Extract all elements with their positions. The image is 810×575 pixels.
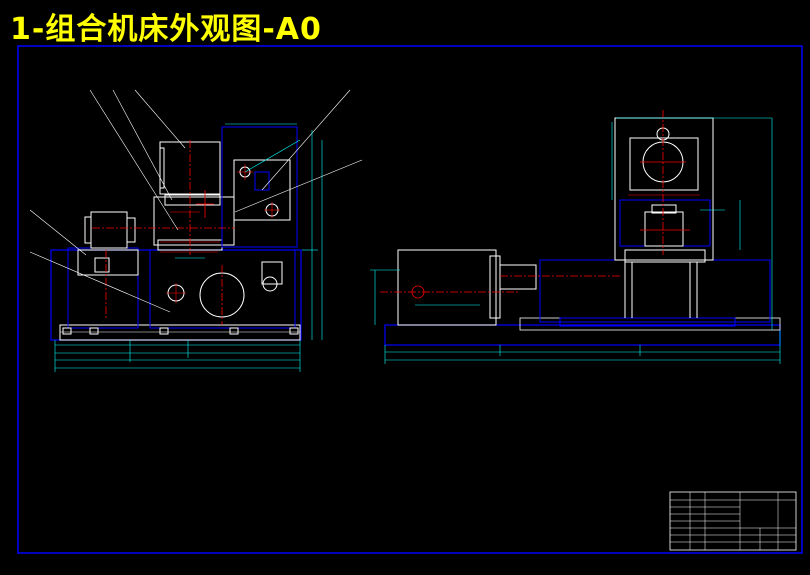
left-motor	[90, 211, 128, 249]
title-block	[669, 491, 797, 551]
drawing-border	[17, 45, 803, 554]
gearbox	[221, 126, 298, 248]
side-base	[384, 324, 781, 346]
side-view	[370, 110, 781, 364]
front-view	[29, 89, 363, 372]
side-motor	[397, 249, 497, 326]
spindle-head	[153, 196, 235, 246]
drawing-title: 1-组合机床外观图-A0	[10, 12, 322, 47]
